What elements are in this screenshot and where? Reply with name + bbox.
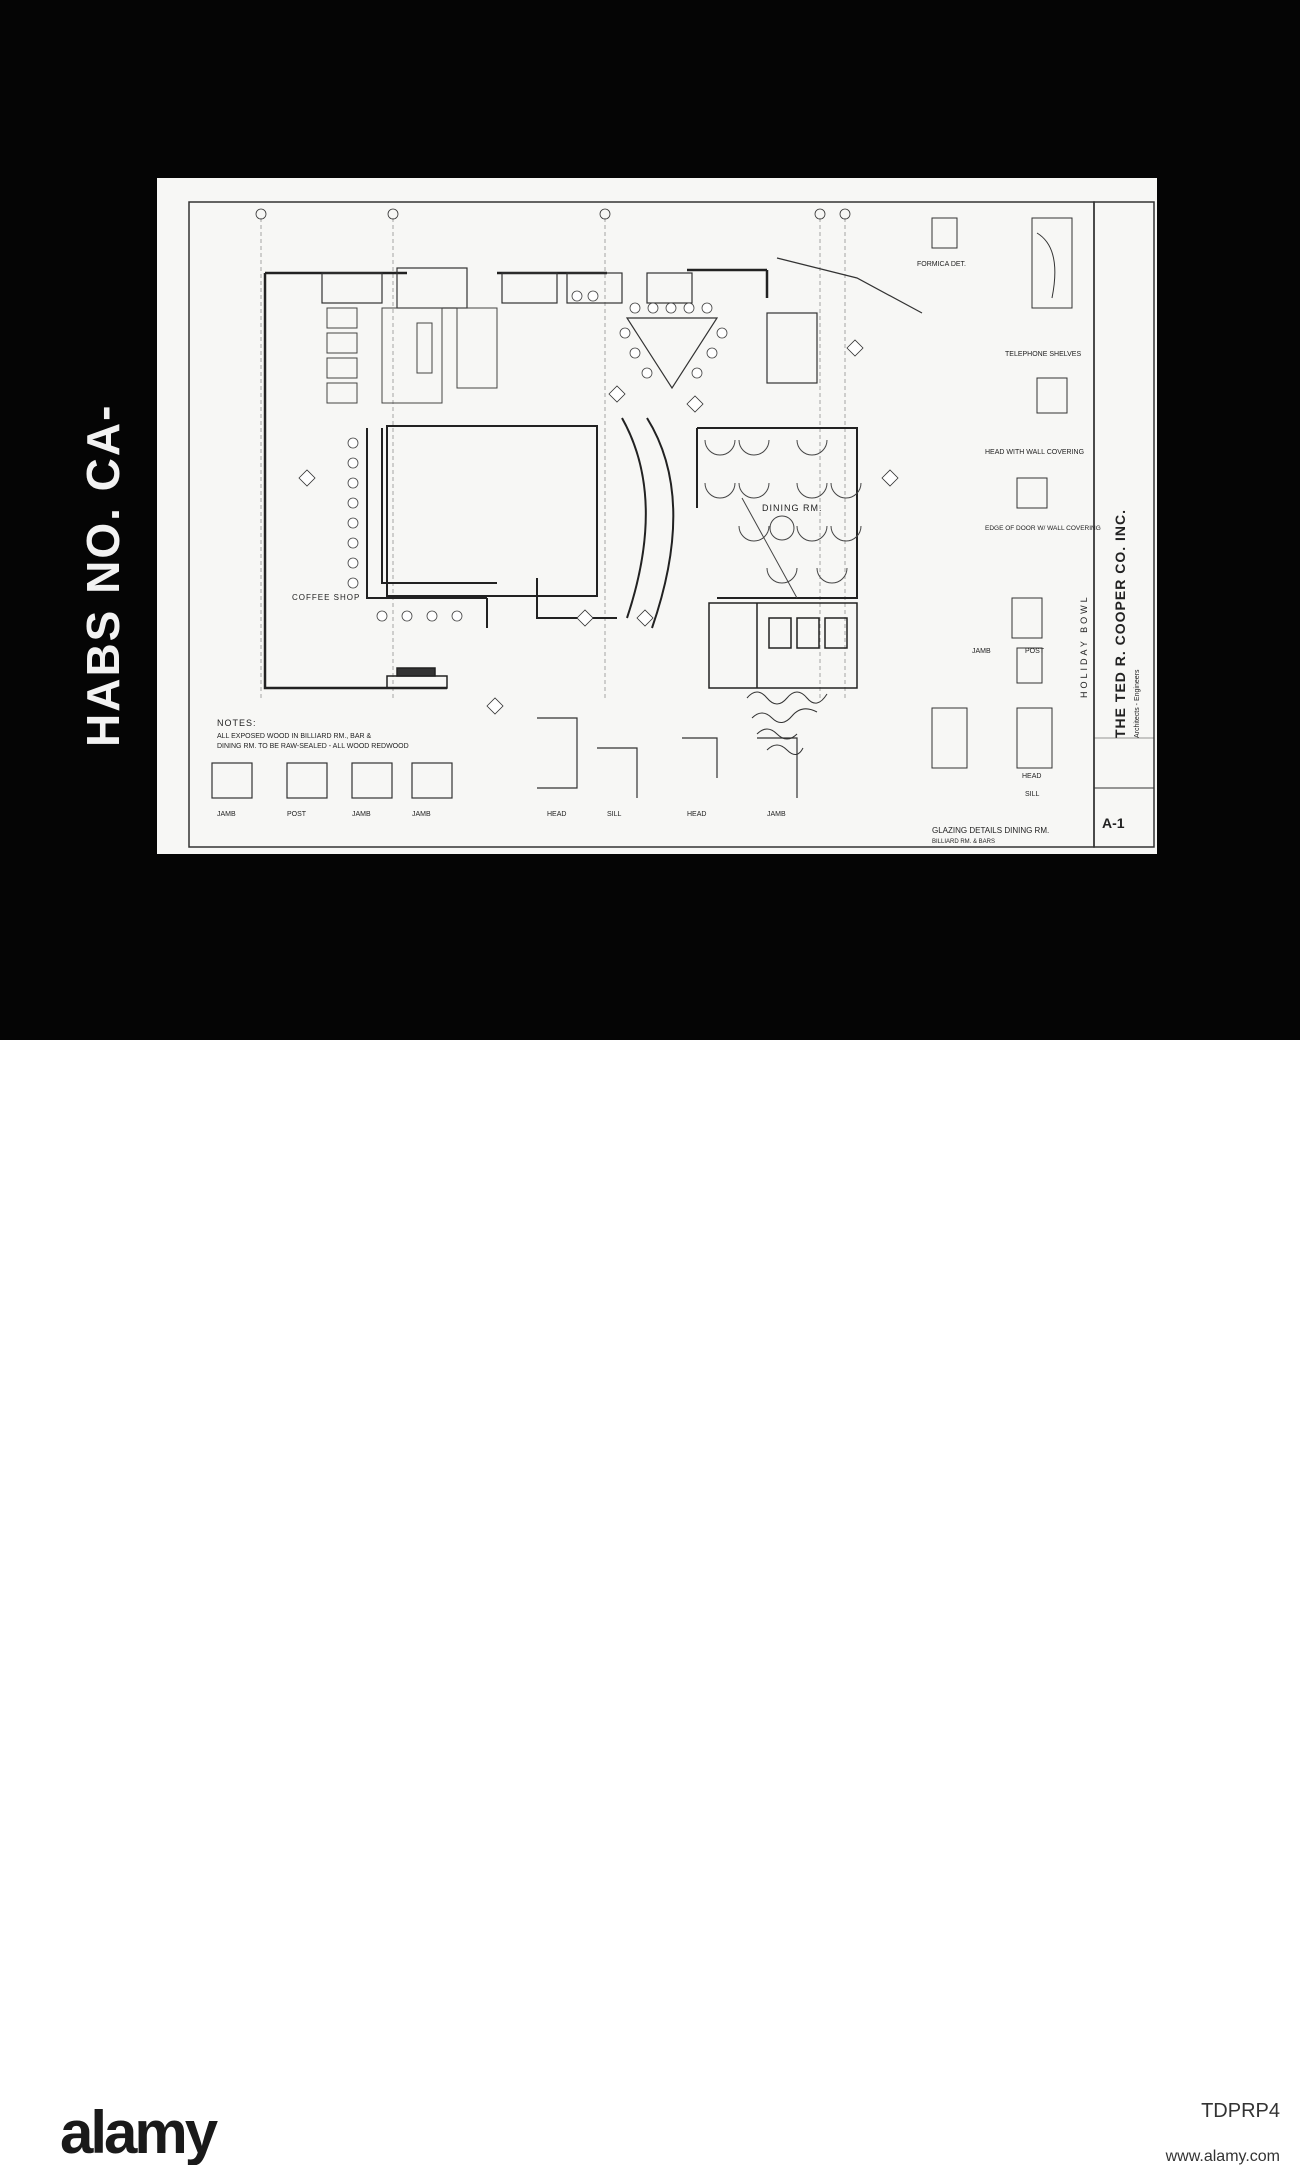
project-name: HOLIDAY BOWL (1079, 594, 1089, 698)
footer-banner: alamy TDPRP4 www.alamy.com (0, 1040, 1300, 2165)
coffee-shop-label: COFFEE SHOP (292, 593, 360, 602)
telephone-shelves-label: TELEPHONE SHELVES (1005, 351, 1081, 358)
habs-number-label: HABS NO. CA-2775-34 (77, 403, 219, 747)
firm-name: THE TED R. COOPER CO. INC. (1112, 509, 1128, 738)
image-id: TDPRP4 (1201, 2100, 1280, 2122)
head-wall-covering-label: HEAD WITH WALL COVERING (985, 449, 1084, 456)
archival-photo-frame: HABS NO. CA-2775-34 (0, 0, 1300, 1040)
notes-line-2: DINING RM. TO BE RAW-SEALED - ALL WOOD R… (217, 743, 409, 750)
detail-label: POST (287, 811, 307, 818)
detail-label: JAMB (412, 811, 431, 818)
detail-label: HEAD (547, 811, 566, 818)
detail-label: JAMB (217, 811, 236, 818)
firm-subtitle: Architects - Engineers (1134, 669, 1141, 738)
detail-label: SILL (607, 811, 622, 818)
notes-line-1: ALL EXPOSED WOOD IN BILLIARD RM., BAR & (217, 733, 371, 740)
right-detail-label: SILL (1025, 791, 1040, 798)
right-detail-label: POST (1025, 648, 1045, 655)
logo-text: alamy (60, 2105, 219, 2165)
right-detail-label: JAMB (972, 648, 991, 655)
detail-label: JAMB (767, 811, 786, 818)
glazing-details-sub: BILLIARD RM. & BARS (932, 839, 995, 845)
formica-detail-label: FORMICA DET. (917, 261, 966, 268)
site-url: www.alamy.com (1165, 2148, 1280, 2165)
edge-door-label: EDGE OF DOOR W/ WALL COVERING (985, 525, 1101, 532)
alamy-logo: alamy (60, 2105, 222, 2165)
notes-heading: NOTES: (217, 718, 257, 728)
glazing-details-label: GLAZING DETAILS DINING RM. (932, 826, 1049, 835)
floor-plan-drawing: COFFEE SHOP DINING RM. NOTES: ALL EXPOSE… (188, 201, 1155, 848)
detail-label: JAMB (352, 811, 371, 818)
detail-label: HEAD (687, 811, 706, 818)
right-detail-label: HEAD (1022, 773, 1041, 780)
signature-scribble (746, 691, 828, 755)
dining-room-label: DINING RM. (762, 503, 823, 513)
sheet-number: A-1 (1102, 815, 1125, 831)
architectural-drawing-sheet: COFFEE SHOP DINING RM. NOTES: ALL EXPOSE… (157, 178, 1157, 854)
